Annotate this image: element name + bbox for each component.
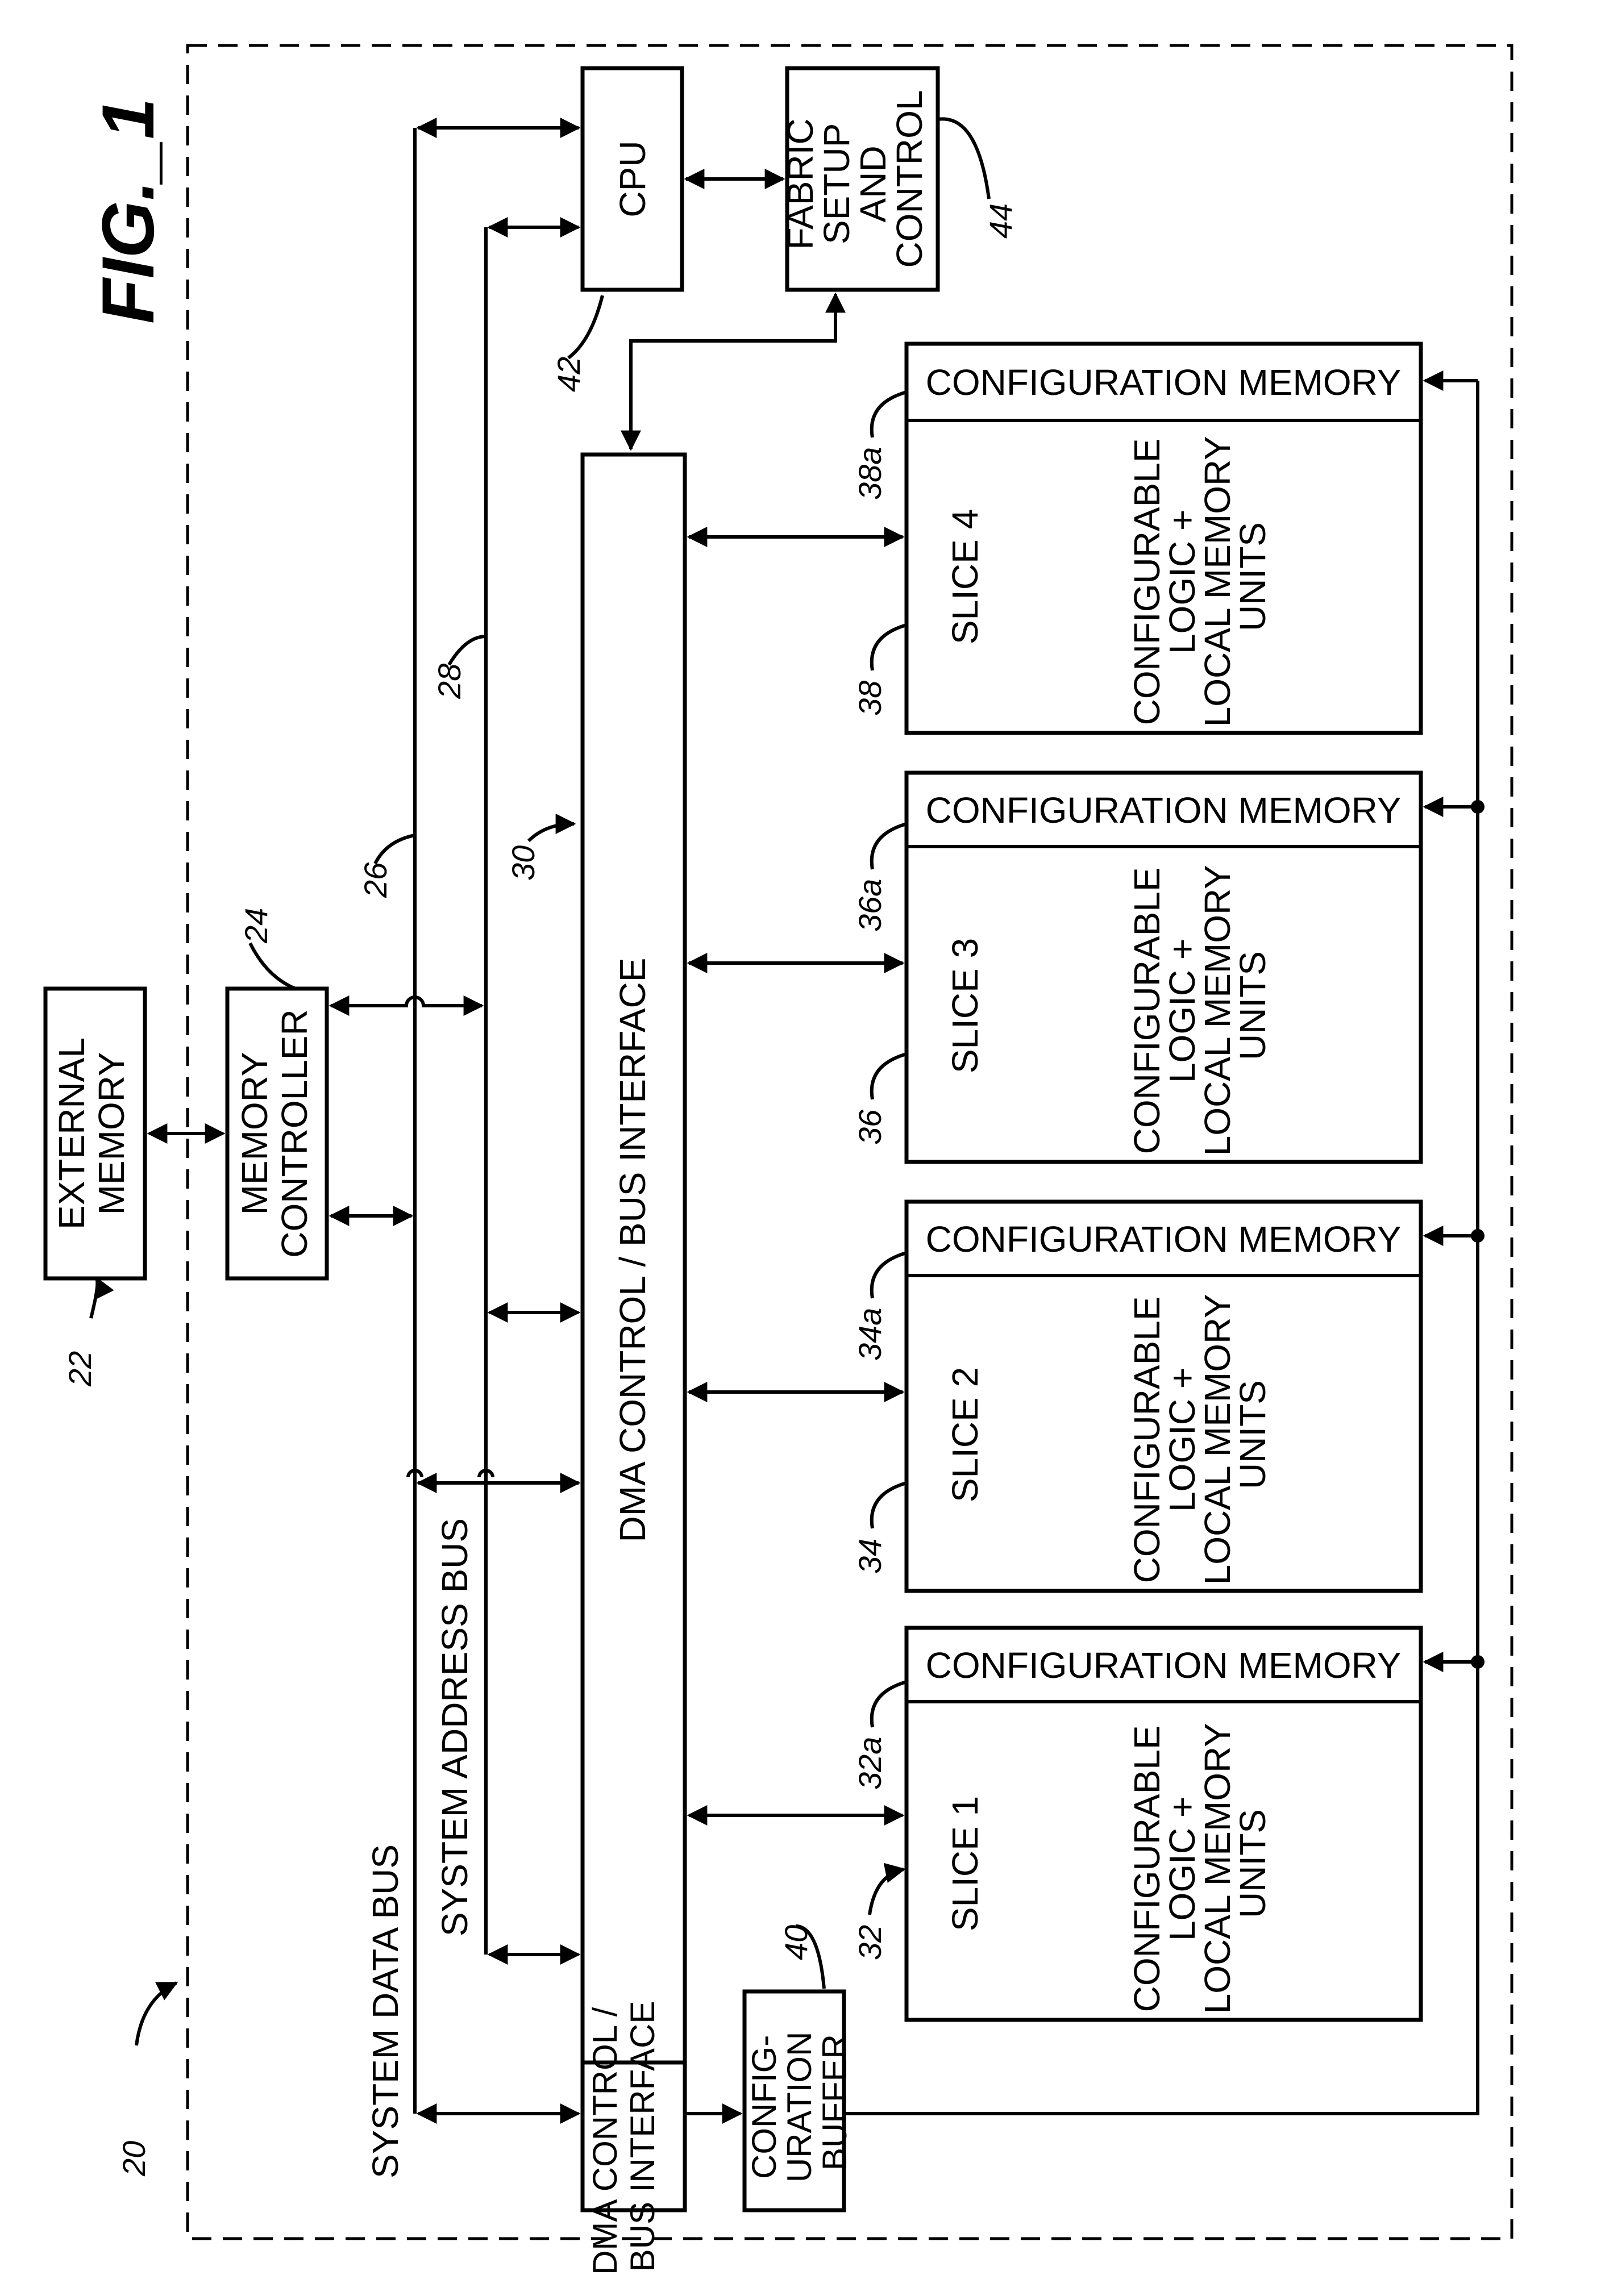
slice-1-config-memory: CONFIGURATION MEMORY — [926, 1645, 1402, 1686]
memory-controller-label-2: CONTROLLER — [274, 1009, 315, 1257]
system-data-bus-label: SYSTEM DATA BUS — [365, 1844, 406, 2178]
ref-24: 24 — [238, 908, 274, 944]
ref-20: 20 — [116, 2141, 152, 2177]
ref-28: 28 — [431, 664, 467, 699]
slice-2-body-4: UNITS — [1232, 1380, 1273, 1489]
system-address-bus-label: SYSTEM ADDRESS BUS — [434, 1518, 475, 1936]
dma-main-label: DMA CONTROL / BUS INTERFACE — [612, 958, 653, 1543]
svg-text:FABRIC SETUP AND C: FABRIC SETUP AND CONTROL — [780, 90, 930, 268]
dma-small-label-1: DMA CONTROL / — [586, 2007, 624, 2274]
ref-34a: 34a — [852, 1308, 888, 1361]
ref-32: 32 — [852, 1925, 888, 1960]
slice-1: CONFIGURATION MEMORY SLICE 1 CONFIGURABL… — [907, 1628, 1421, 2020]
config-buffer-label-2: URATION — [780, 2032, 818, 2183]
ref-34: 34 — [852, 1539, 888, 1574]
memory-controller-label-1: MEMORY — [234, 1052, 275, 1215]
slice-4-label: SLICE 4 — [945, 509, 986, 644]
ref-42: 42 — [551, 357, 587, 392]
fabric-label-1: FABRIC — [780, 118, 821, 249]
config-buffer-label-1: CONFIG- — [745, 2035, 783, 2179]
ref-32a: 32a — [852, 1737, 888, 1790]
fabric-label-2: SETUP — [816, 124, 857, 244]
external-memory-label-2: MEMORY — [91, 1052, 132, 1215]
slice-3-label: SLICE 3 — [945, 938, 986, 1073]
ref-26: 26 — [357, 862, 393, 898]
slice-4: CONFIGURATION MEMORY SLICE 4 CONFIGURABL… — [907, 344, 1421, 733]
external-memory-label-1: EXTERNAL — [51, 1037, 92, 1230]
ref-36a: 36a — [852, 879, 888, 932]
svg-text:DMA CONTROL / BUS INTERFAC: DMA CONTROL / BUS INTERFACE — [586, 1998, 662, 2275]
ref-22: 22 — [62, 1351, 98, 1387]
ref-30: 30 — [505, 845, 541, 881]
slice-3: CONFIGURATION MEMORY SLICE 3 CONFIGURABL… — [907, 773, 1421, 1162]
ref-44: 44 — [983, 203, 1018, 239]
slice-1-body-4: UNITS — [1232, 1809, 1273, 1918]
slice-2-label: SLICE 2 — [945, 1367, 986, 1502]
dma-small-label-2: BUS INTERFACE — [623, 2001, 662, 2272]
slice-4-body-4: UNITS — [1232, 522, 1273, 631]
slice-2: CONFIGURATION MEMORY SLICE 2 CONFIGURABL… — [907, 1202, 1421, 1591]
config-buffer-label-3: BUFFER — [816, 2034, 854, 2170]
slice-2-config-memory: CONFIGURATION MEMORY — [926, 1219, 1402, 1260]
fabric-label-4: CONTROL — [889, 90, 930, 268]
slice-3-config-memory: CONFIGURATION MEMORY — [926, 790, 1402, 831]
slice-4-config-memory: CONFIGURATION MEMORY — [926, 362, 1402, 403]
slice-1-label: SLICE 1 — [945, 1796, 986, 1931]
cpu-label: CPU — [612, 140, 653, 217]
svg-text:EXTERNALMEMORY: EXTERNALMEMORY — [51, 1037, 132, 1230]
svg-text:CONFIG- URATION BUFFER: CONFIG- URATION BUFFER — [745, 2022, 854, 2182]
ref-38: 38 — [852, 681, 888, 716]
ref-38a: 38a — [852, 447, 888, 500]
figure-title: FIG._1 — [86, 98, 169, 324]
fabric-label-3: AND — [853, 145, 893, 222]
slice-3-body-4: UNITS — [1232, 951, 1273, 1060]
ref-36: 36 — [852, 1109, 888, 1145]
